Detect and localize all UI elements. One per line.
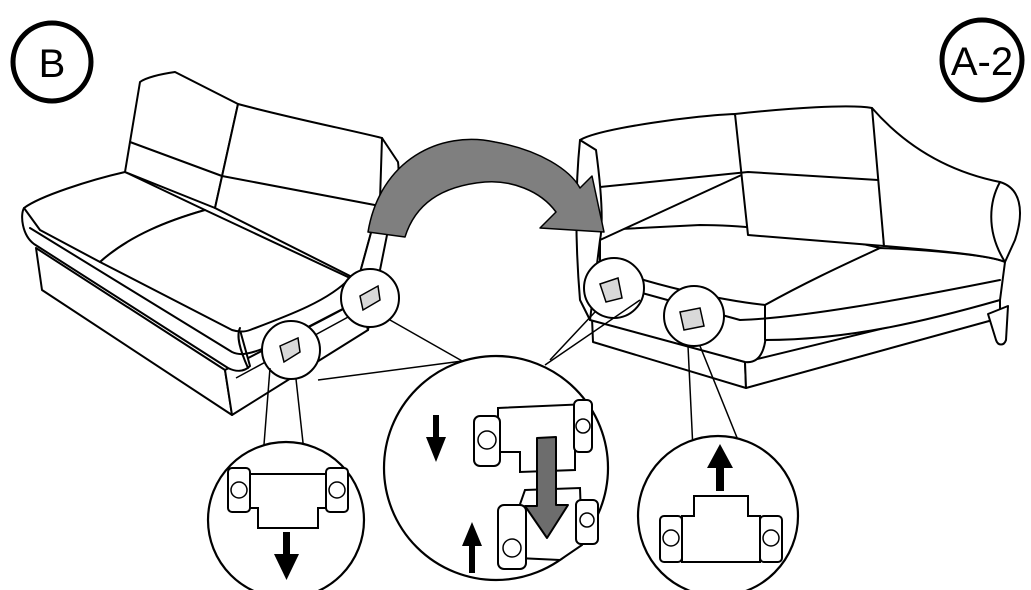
module-badge-b: B xyxy=(13,23,91,101)
module-label-b: B xyxy=(39,42,66,86)
detail-circle-center xyxy=(384,356,608,580)
module-label-a2: A-2 xyxy=(951,40,1013,84)
curved-arrow-icon xyxy=(368,139,604,237)
bracket-callout-b-upper xyxy=(341,269,399,327)
module-badge-a2: A-2 xyxy=(942,20,1022,100)
bracket-callout-b-lower xyxy=(262,321,320,379)
bracket-callout-a2-left xyxy=(584,258,644,318)
detail-circle-right xyxy=(638,436,798,590)
bracket-callout-a2-right xyxy=(664,286,724,346)
sofa-module-b xyxy=(22,72,398,415)
detail-circle-left xyxy=(208,442,364,590)
sofa-module-a2 xyxy=(576,106,1020,388)
